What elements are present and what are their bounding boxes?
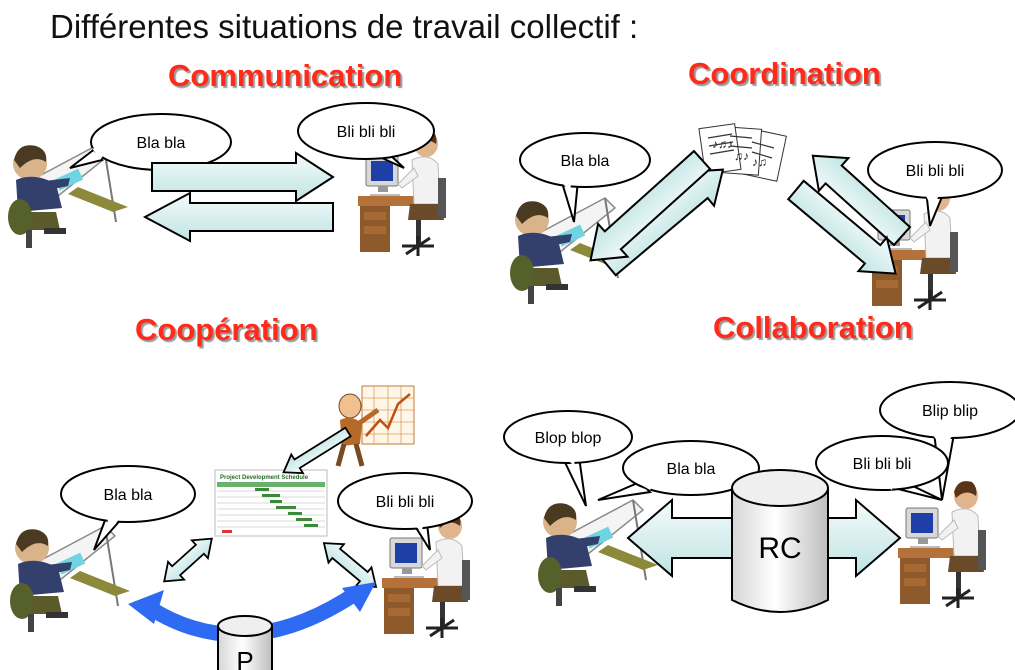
bubble-text: Blop blop (535, 430, 602, 447)
bubble-text: Bla bla (104, 487, 153, 504)
arrow-to-left-from-sheets (589, 149, 712, 262)
double-arrow-right-schedule (322, 542, 378, 588)
arrow-presenter-to-schedule (282, 426, 352, 475)
speech-bubble-cooperation-right: Bli bli bli (337, 472, 473, 551)
repository-cylinder-p: P (217, 615, 273, 670)
bubble-text: Blip blip (922, 403, 978, 420)
double-arrow-left-schedule (163, 537, 213, 583)
repository-label: RC (758, 532, 801, 565)
repository-cylinder-rc: RC (731, 469, 829, 613)
music-sheets-icon: ♪♫♪ ♫♪ ♪♫ (698, 123, 787, 182)
repository-label: P (236, 646, 253, 670)
speech-bubble-cooperation-left: Bla bla (60, 465, 196, 551)
svg-text:♪♫♪: ♪♫♪ (712, 137, 733, 151)
schedule-title: Project Development Schedule (220, 475, 309, 481)
double-arrow-right-repository (819, 497, 902, 579)
speech-bubble-collaboration-blop: Blop blop (503, 410, 633, 507)
arrow-left (142, 191, 334, 243)
bubble-text: Bli bli bli (376, 494, 435, 511)
speech-bubble-collaboration-bli: Bli bli bli (815, 435, 949, 501)
bubble-text: Bla bla (667, 461, 716, 478)
speech-bubble-collaboration-bla: Bla bla (597, 440, 760, 501)
speech-bubble-coordination-right: Bli bli bli (867, 141, 1003, 227)
heading-collaboration: Collaboration (713, 310, 913, 345)
speech-bubble-communication-right: Bli bli bli (297, 102, 435, 169)
presenter-with-chart-icon (335, 385, 415, 467)
speech-bubble-coordination-left: Bla bla (519, 132, 651, 223)
arrow-to-sheets-from-right (811, 154, 912, 247)
bubble-text: Bla bla (137, 135, 186, 152)
heading-cooperation: Coopération (135, 312, 318, 347)
drafter-figure (9, 525, 131, 633)
bubble-text: Bli bli bli (906, 163, 965, 180)
arrow-to-right-from-sheets (786, 179, 897, 275)
project-schedule-document: Project Development Schedule (214, 469, 328, 537)
bubble-text: Bla bla (561, 153, 610, 170)
heading-coordination: Coordination (688, 56, 881, 91)
svg-text:♪♫: ♪♫ (752, 155, 767, 169)
drafter-figure (537, 499, 659, 607)
svg-text:♫♪: ♫♪ (734, 149, 749, 163)
bubble-text: Bli bli bli (337, 124, 396, 141)
arrow-right (151, 151, 335, 203)
slide-title: Différentes situations de travail collec… (50, 8, 639, 45)
speech-bubble-communication-left: Bla bla (69, 113, 232, 171)
heading-communication: Communication (168, 58, 403, 93)
bubble-text: Bli bli bli (853, 456, 912, 473)
